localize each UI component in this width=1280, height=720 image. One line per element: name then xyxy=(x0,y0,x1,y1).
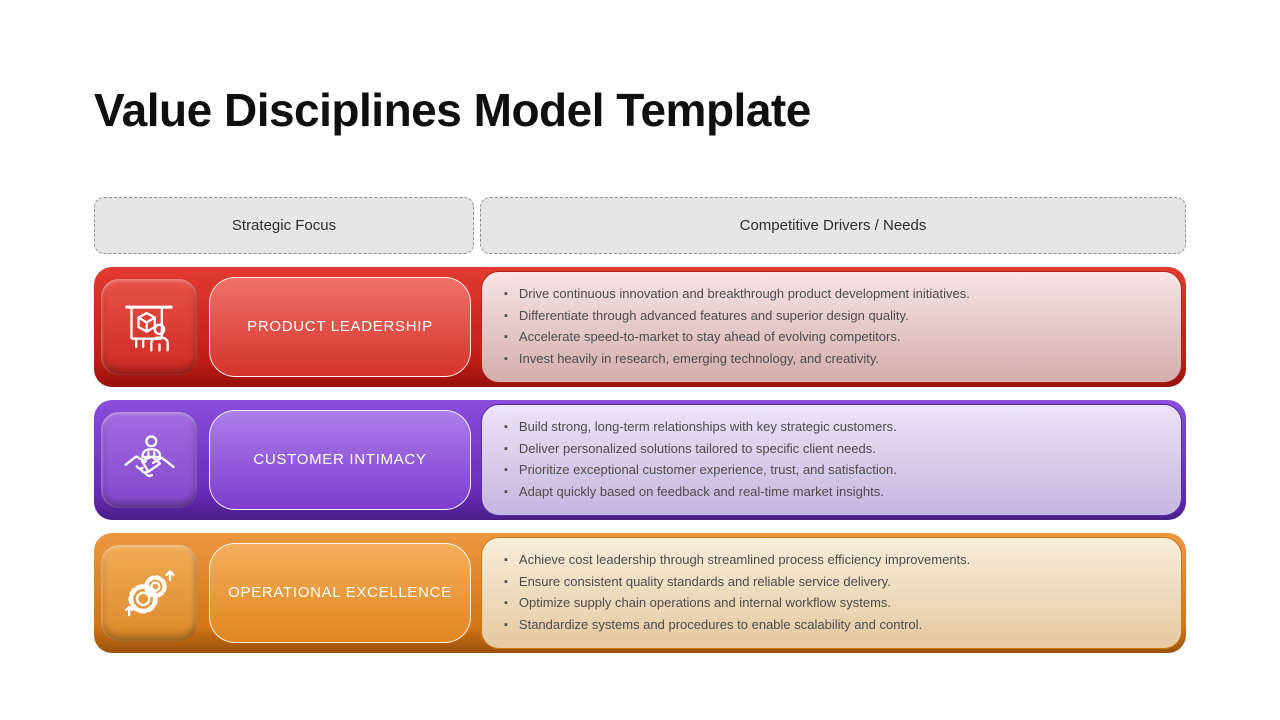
bullet-item: Ensure consistent quality standards and … xyxy=(504,575,970,590)
discipline-rows: PRODUCT LEADERSHIP Drive continuous inno… xyxy=(94,266,1186,653)
header-strategic-focus-label: Strategic Focus xyxy=(231,216,337,234)
bullet-list: Achieve cost leadership through streamli… xyxy=(504,553,970,633)
product-leadership-tile xyxy=(101,278,197,375)
customer-intimacy-label: CUSTOMER INTIMACY xyxy=(209,409,471,510)
bullet-item: Adapt quickly based on feedback and real… xyxy=(504,485,897,500)
operational-excellence-label: OPERATIONAL EXCELLENCE xyxy=(209,542,471,643)
operational-excellence-tile xyxy=(101,544,197,641)
bullet-item: Deliver personalized solutions tailored … xyxy=(504,442,897,457)
product-leadership-panel: Drive continuous innovation and breakthr… xyxy=(481,270,1182,383)
row-customer-intimacy: CUSTOMER INTIMACY Build strong, long-ter… xyxy=(94,399,1186,520)
bullet-list: Drive continuous innovation and breakthr… xyxy=(504,287,970,367)
bullet-item: Differentiate through advanced features … xyxy=(504,309,970,324)
bullet-item: Optimize supply chain operations and int… xyxy=(504,596,970,611)
row-operational-excellence: OPERATIONAL EXCELLENCE Achieve cost lead… xyxy=(94,532,1186,653)
bullet-item: Accelerate speed-to-market to stay ahead… xyxy=(504,330,970,345)
header-strategic-focus: Strategic Focus xyxy=(94,196,474,254)
operational-excellence-panel: Achieve cost leadership through streamli… xyxy=(481,536,1182,649)
gears-optimization-icon xyxy=(124,570,175,617)
bullet-item: Standardize systems and procedures to en… xyxy=(504,618,970,633)
bullet-item: Build strong, long-term relationships wi… xyxy=(504,420,897,435)
product-leadership-label: PRODUCT LEADERSHIP xyxy=(209,276,471,377)
bullet-item: Invest heavily in research, emerging tec… xyxy=(504,352,970,367)
customer-intimacy-tile xyxy=(101,411,197,508)
presentation-product-icon xyxy=(125,305,173,352)
bullet-list: Build strong, long-term relationships wi… xyxy=(504,420,897,500)
row-label-text: OPERATIONAL EXCELLENCE xyxy=(228,584,452,602)
row-label-text: PRODUCT LEADERSHIP xyxy=(247,318,433,336)
customer-intimacy-panel: Build strong, long-term relationships wi… xyxy=(481,403,1182,516)
bullet-item: Prioritize exceptional customer experien… xyxy=(504,463,897,478)
page-title: Value Disciplines Model Template xyxy=(94,84,811,136)
handshake-icon xyxy=(124,435,175,477)
column-headers: Strategic Focus Competitive Drivers / Ne… xyxy=(94,196,1186,254)
row-product-leadership: PRODUCT LEADERSHIP Drive continuous inno… xyxy=(94,266,1186,387)
header-competitive-drivers-label: Competitive Drivers / Needs xyxy=(739,216,927,234)
header-competitive-drivers: Competitive Drivers / Needs xyxy=(480,196,1186,254)
row-label-text: CUSTOMER INTIMACY xyxy=(253,451,427,469)
bullet-item: Drive continuous innovation and breakthr… xyxy=(504,287,970,302)
bullet-item: Achieve cost leadership through streamli… xyxy=(504,553,970,568)
